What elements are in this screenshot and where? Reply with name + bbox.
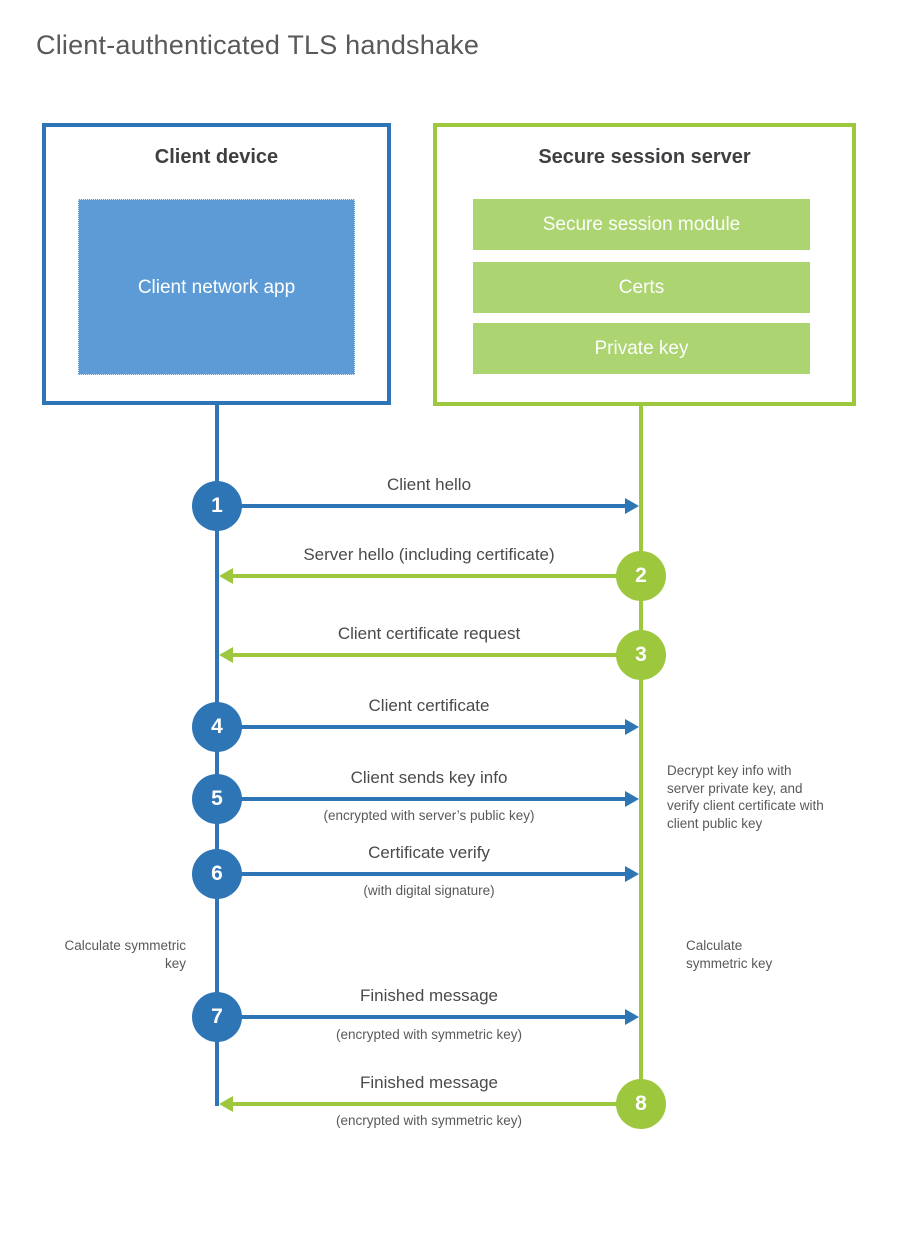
message-label-4: Client certificate <box>368 696 490 715</box>
message-arrow-4 <box>217 725 625 729</box>
message-label-7: Finished message <box>360 986 498 1005</box>
module-certs: Certs <box>473 262 810 313</box>
arrowhead-left-icon <box>219 1096 233 1112</box>
message-sub-7: (encrypted with symmetric key) <box>335 1027 523 1042</box>
client-network-app-box: Client network app <box>78 199 355 375</box>
step-circle-6: 6 <box>192 849 242 899</box>
step-circle-5: 5 <box>192 774 242 824</box>
step-circle-8: 8 <box>616 1079 666 1129</box>
arrowhead-right-icon <box>625 866 639 882</box>
client-device-header: Client device <box>154 146 279 168</box>
arrowhead-right-icon <box>625 1009 639 1025</box>
message-label-6: Certificate verify <box>368 843 490 862</box>
diagram-title: Client-authenticated TLS handshake <box>36 30 480 60</box>
message-sub-6: (with digital signature) <box>363 883 495 898</box>
message-label-5: Client sends key info <box>350 768 508 787</box>
note-calculate-symmetric-key-server: Calculate symmetric key <box>686 938 773 971</box>
message-arrow-3 <box>233 653 641 657</box>
module-private-key: Private key <box>473 323 810 374</box>
server-lifeline <box>639 406 643 1106</box>
message-sub-5: (encrypted with server’s public key) <box>323 808 535 823</box>
step-circle-4: 4 <box>192 702 242 752</box>
message-arrow-1 <box>217 504 625 508</box>
message-sub-8: (encrypted with symmetric key) <box>335 1113 523 1128</box>
secure-session-server-header: Secure session server <box>538 146 751 168</box>
arrowhead-right-icon <box>625 791 639 807</box>
message-arrow-5 <box>217 797 625 801</box>
note-calculate-symmetric-key-client: Calculate symmetric key <box>64 938 186 971</box>
message-label-8: Finished message <box>360 1073 498 1092</box>
message-arrow-8 <box>233 1102 641 1106</box>
arrowhead-left-icon <box>219 647 233 663</box>
note-decrypt-key-info: Decrypt key info with server private key… <box>667 763 824 831</box>
module-secure-session: Secure session module <box>473 199 810 250</box>
client-network-app-label: Client network app <box>137 276 296 298</box>
message-label-1: Client hello <box>386 475 472 494</box>
step-circle-1: 1 <box>192 481 242 531</box>
arrowhead-right-icon <box>625 498 639 514</box>
step-circle-2: 2 <box>616 551 666 601</box>
message-arrow-7 <box>217 1015 625 1019</box>
message-label-2: Server hello (including certificate) <box>303 545 555 564</box>
arrowhead-right-icon <box>625 719 639 735</box>
message-arrow-2 <box>233 574 641 578</box>
arrowhead-left-icon <box>219 568 233 584</box>
step-circle-3: 3 <box>616 630 666 680</box>
step-circle-7: 7 <box>192 992 242 1042</box>
message-arrow-6 <box>217 872 625 876</box>
client-lifeline <box>215 405 219 1106</box>
message-label-3: Client certificate request <box>337 624 521 643</box>
